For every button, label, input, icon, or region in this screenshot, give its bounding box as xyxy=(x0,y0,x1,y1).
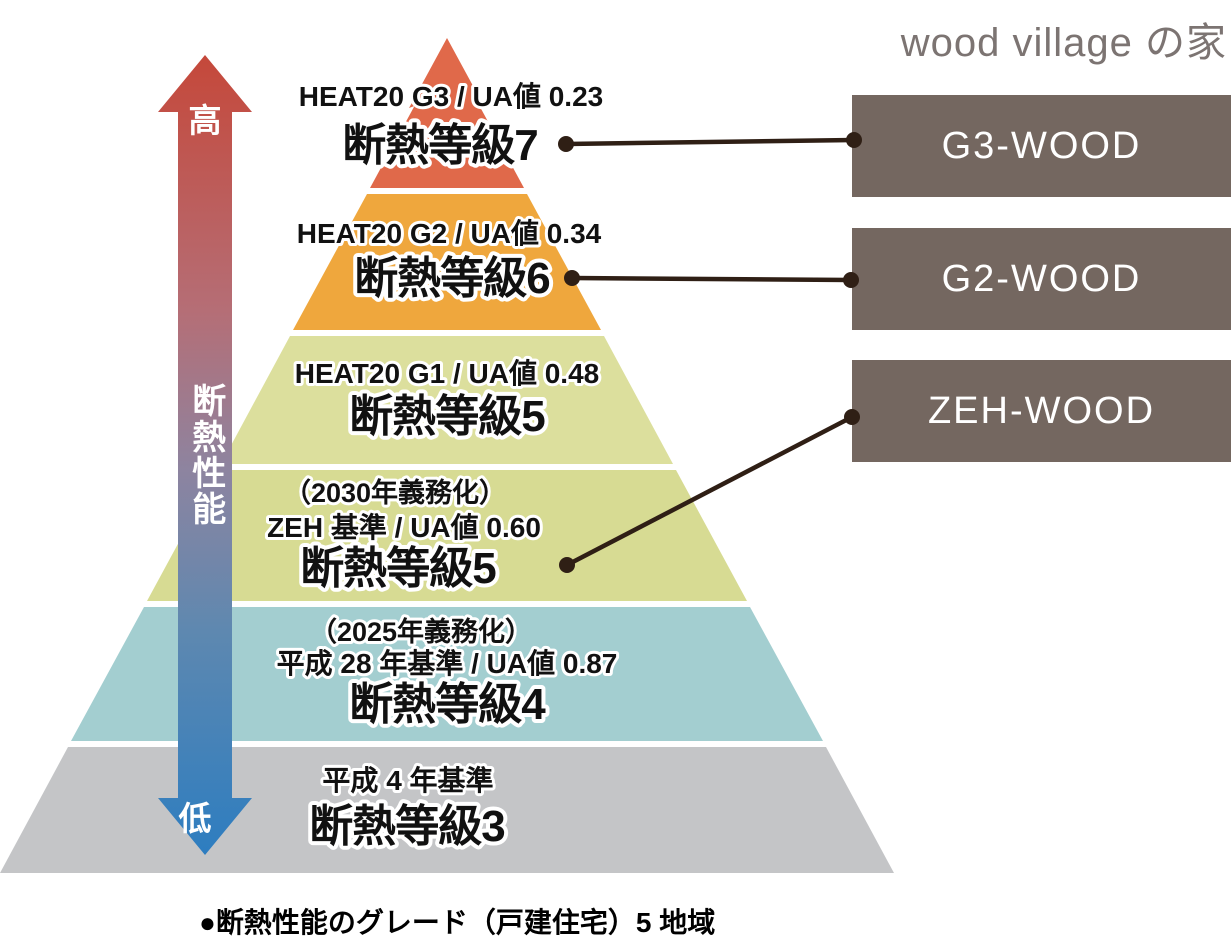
pyramid-level-grade3 xyxy=(0,747,894,873)
pyramid-level-grade4 xyxy=(71,607,823,741)
pyramid-level-grade7 xyxy=(370,46,524,188)
connector-dots xyxy=(558,132,862,573)
grade3-sub-label: 平成 4 年基準 xyxy=(322,764,493,796)
axis-high-label: 高 xyxy=(188,102,222,139)
grade4-sub-label: 平成 28 年基準 / UA値 0.87 xyxy=(277,647,618,679)
pyramid-apex-arrow-icon xyxy=(409,38,485,108)
axis-low-label: 低 xyxy=(178,800,212,837)
diagram-caption: ●断熱性能のグレード（戸建住宅）5 地域 xyxy=(199,907,716,938)
pyramid-level-grade5-g1 xyxy=(221,336,673,464)
connector-dot-grade5-zeh xyxy=(559,557,575,573)
grade5-g1-main-label: 断熱等級5 xyxy=(349,392,545,441)
grade6-main-label: 断熱等級6 xyxy=(354,254,549,303)
grade4-main-label: 断熱等級4 xyxy=(349,680,546,729)
product-label-g3: G3-WOOD xyxy=(941,124,1142,167)
brand-title: wood village の家 xyxy=(900,21,1227,65)
product-label-g2: G2-WOOD xyxy=(941,257,1142,300)
grade5-zeh-note-label: （2030年義務化） xyxy=(284,477,506,508)
connector-lines xyxy=(565,137,855,567)
axis-performance-label: 断熱性能 xyxy=(186,383,225,527)
grade3-main-label: 断熱等級3 xyxy=(309,802,504,851)
grade6-sub-label: HEAT20 G2 / UA値 0.34 xyxy=(297,218,602,249)
grade5-zeh-main-label: 断熱等級5 xyxy=(300,544,496,593)
grade7-sub-label: HEAT20 G3 / UA値 0.23 xyxy=(299,81,603,112)
product-box-g2-wood: G2-WOOD xyxy=(852,228,1231,330)
product-label-zeh: ZEH-WOOD xyxy=(927,389,1156,432)
product-box-g3-wood: G3-WOOD xyxy=(852,95,1231,197)
pyramid-level-grade6 xyxy=(293,194,601,330)
product-box-zeh-wood: ZEH-WOOD xyxy=(852,360,1231,462)
connector-line-zeh xyxy=(565,415,854,567)
grade5-g1-sub-label: HEAT20 G1 / UA値 0.48 xyxy=(295,358,599,389)
connector-dot-grade7 xyxy=(558,136,574,152)
grade4-note-label: （2025年義務化） xyxy=(310,616,532,647)
connector-line-g3 xyxy=(565,137,855,147)
pyramid-level-grade5-zeh xyxy=(147,470,747,601)
grade7-main-label: 断熱等級7 xyxy=(342,121,537,170)
connector-dot-grade6 xyxy=(564,270,580,286)
connector-line-g2 xyxy=(571,275,852,283)
grade5-zeh-sub-label: ZEH 基準 / UA値 0.60 xyxy=(267,511,541,543)
